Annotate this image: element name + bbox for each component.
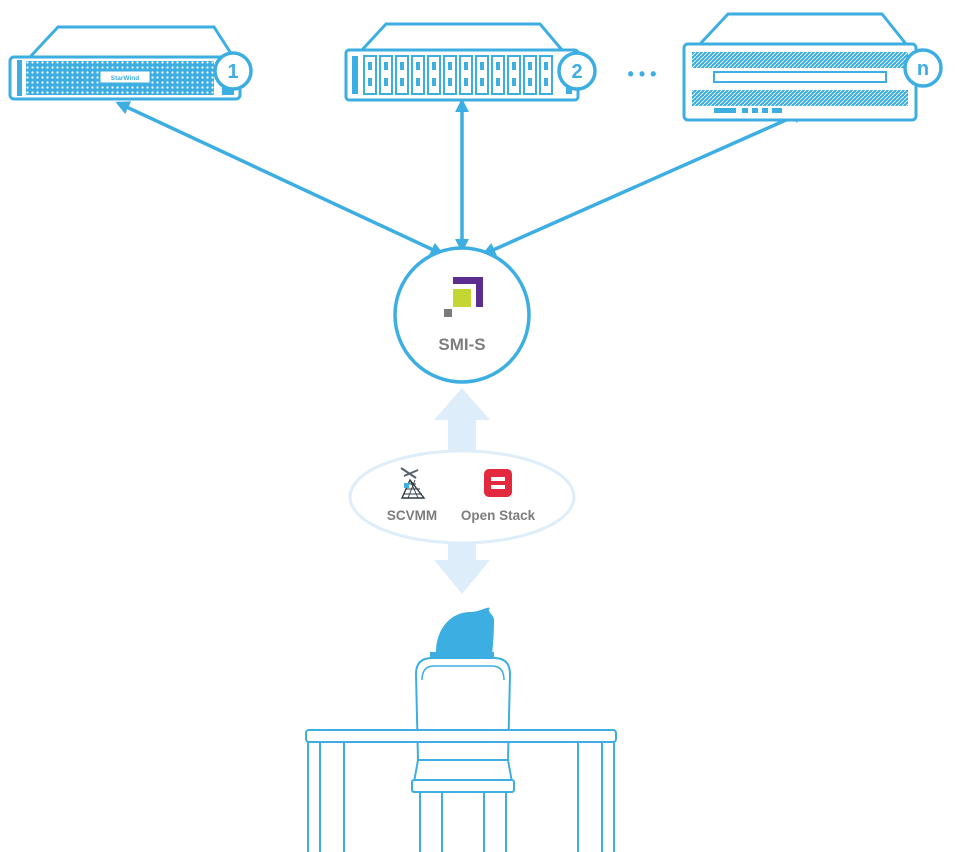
- user-head-icon: [430, 607, 494, 664]
- ellipsis: • • •: [628, 64, 657, 84]
- server-2-badge: 2: [557, 51, 597, 91]
- management-tools: SCVMM Open Stack: [348, 449, 576, 545]
- server-1-badge: 1: [213, 51, 253, 91]
- scvmm-icon: [400, 467, 426, 499]
- user-chair-seat: [411, 759, 515, 852]
- server-1-badge-label: 1: [227, 61, 238, 83]
- openstack-icon: [484, 469, 512, 497]
- server-2: [344, 22, 580, 102]
- arrow-server-n-smis: [481, 110, 807, 256]
- smis-label: SMI-S: [438, 335, 485, 354]
- arrow-server-1-smis: [115, 101, 445, 256]
- server-n-badge: n: [903, 48, 943, 88]
- admin-user: [305, 607, 617, 852]
- server-n: [682, 12, 918, 122]
- openstack-label: Open Stack: [461, 508, 536, 523]
- desk: [305, 729, 617, 852]
- connections: [115, 98, 807, 256]
- user-chair-back: [414, 657, 512, 761]
- server-n-badge-label: n: [917, 58, 929, 80]
- scvmm-label: SCVMM: [387, 508, 437, 523]
- server-1: StarWind: [8, 25, 242, 101]
- server-1-brand: StarWind: [111, 75, 139, 82]
- server-2-badge-label: 2: [571, 61, 582, 83]
- smis-hub: SMI-S: [393, 246, 531, 384]
- smis-logo-icon: [444, 277, 483, 317]
